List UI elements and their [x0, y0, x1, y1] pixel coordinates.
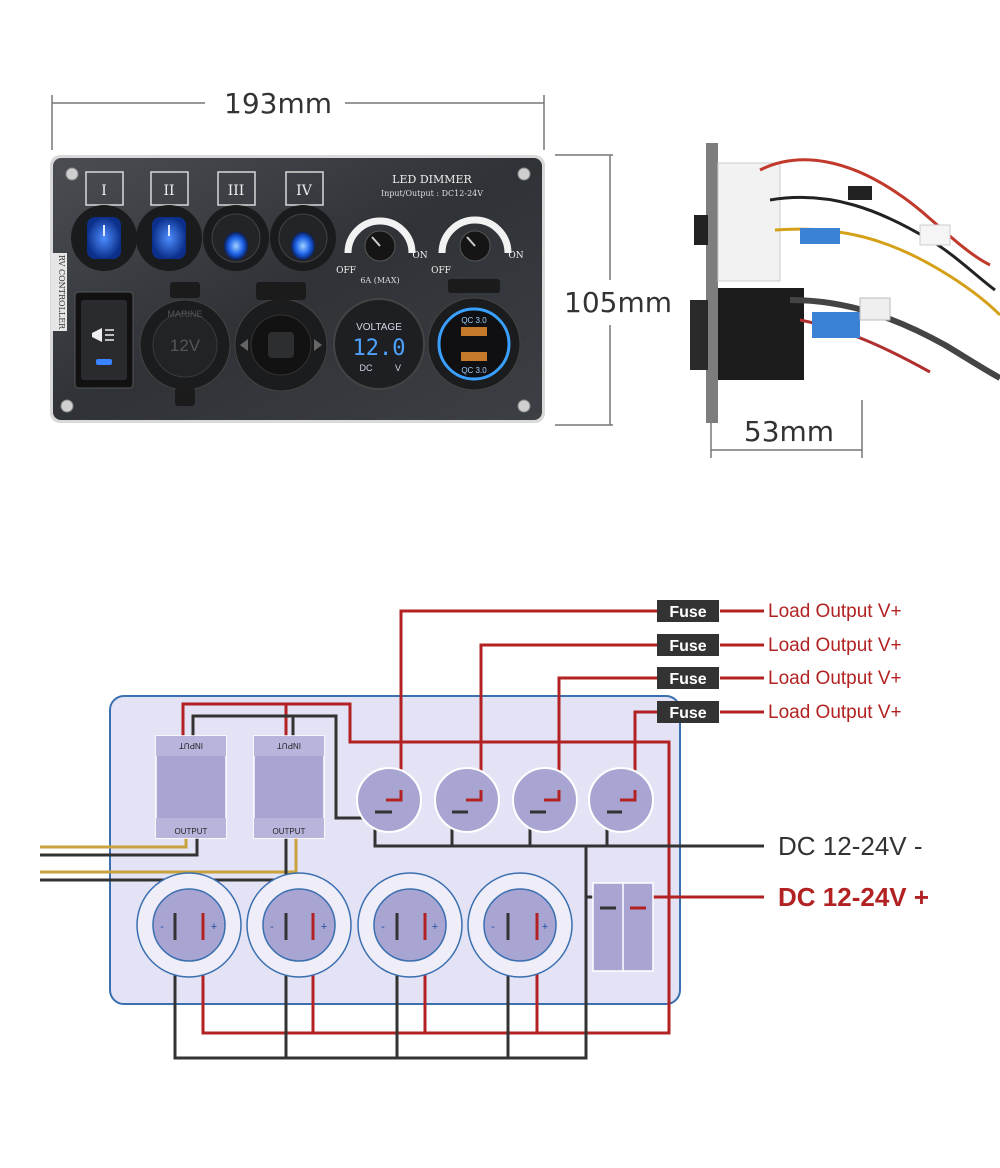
load-output-label-1: Load Output V+ [768, 601, 902, 622]
rocker-switch-3[interactable] [203, 205, 269, 271]
switch-panel-side-view [690, 143, 1000, 423]
minus-label: - [381, 921, 385, 933]
voltmeter-unit: V [395, 363, 401, 373]
rocker-switch-2[interactable] [136, 205, 202, 271]
screw-icon [65, 167, 79, 181]
switch-label-boxes: I II III IV [85, 171, 324, 206]
headlight-icon [92, 328, 102, 342]
minus-label: - [491, 921, 495, 933]
height-dimension: 105mm [555, 154, 672, 426]
switch-label-2: II [163, 183, 174, 199]
switch-panel-front: I II III IV RV CONTROLLER [50, 155, 545, 423]
socket-brand: MARINE [167, 309, 202, 319]
usb-bottom-label: QC 3.0 [461, 366, 487, 375]
width-dimension: 193mm [51, 87, 545, 150]
screw-icon [517, 167, 531, 181]
dimmer-input-label-2: INPUT [277, 741, 301, 750]
usb-charger[interactable]: QC 3.0 QC 3.0 [427, 279, 521, 391]
accessory-connector-3: - + [357, 872, 463, 978]
fuse-2: Fuse [657, 634, 719, 656]
depth-label: 53mm [744, 415, 834, 448]
load-output-label-3: Load Output V+ [768, 668, 902, 689]
load-output-label-2: Load Output V+ [768, 635, 902, 656]
socket-voltage: 12V [170, 336, 201, 355]
fuse-label-2: Fuse [669, 638, 706, 655]
switch-label-1: I [101, 183, 107, 199]
dimmer-knob-2[interactable]: OFF ON [431, 216, 524, 276]
yellow-wires [40, 838, 298, 874]
voltmeter-dc: DC [360, 363, 373, 373]
dimmer-output-label-2: OUTPUT [273, 827, 306, 836]
height-label: 105mm [564, 286, 672, 319]
side-label: RV CONTROLLER [57, 255, 66, 330]
voltmeter-value: 12.0 [353, 336, 406, 361]
usb-port-icon [461, 352, 487, 361]
accessory-connector-4: - + [467, 872, 573, 978]
cigarette-socket-12v[interactable]: MARINE 12V [139, 282, 231, 406]
plus-label: + [211, 921, 217, 933]
depth-dimension: 53mm [710, 400, 863, 458]
minus-label: - [160, 921, 164, 933]
fuse-1: Fuse [657, 600, 719, 622]
usb-voltmeter-block [592, 882, 654, 972]
dimmer-off-label-2: OFF [431, 266, 451, 276]
load-output-label-4: Load Output V+ [768, 702, 902, 723]
dimmer-spec: Input/Output : DC12-24V [381, 189, 483, 198]
fuse-4: Fuse [657, 701, 719, 723]
fuse-label-4: Fuse [669, 705, 706, 722]
dimmer-output-label: OUTPUT [175, 827, 208, 836]
dimmer-on-label: ON [412, 251, 427, 261]
rocker-switch-1[interactable] [71, 205, 137, 271]
dimmer-knob-1[interactable]: OFF ON 6A (MAX) [336, 217, 428, 285]
dimmer-on-label-2: ON [508, 251, 523, 261]
usb-port-icon [461, 327, 487, 336]
plus-label: + [432, 921, 438, 933]
dc-positive-label: DC 12-24V + [778, 882, 929, 912]
dimmer-off-label: OFF [336, 266, 356, 276]
power-socket-open[interactable] [234, 282, 328, 392]
accessory-connector-2: - + [246, 872, 352, 978]
plus-label: + [542, 921, 548, 933]
dimmer-title: LED DIMMER [392, 173, 472, 186]
light-toggle-switch[interactable] [74, 291, 134, 389]
switch-label-4: IV [296, 183, 313, 199]
accessory-connector-1: - + [136, 872, 242, 978]
dc-negative-label: DC 12-24V - [778, 831, 923, 861]
screw-icon [60, 399, 74, 413]
width-label: 193mm [224, 87, 332, 120]
fuse-label-3: Fuse [669, 671, 706, 688]
fuse-3: Fuse [657, 667, 719, 689]
usb-top-label: QC 3.0 [461, 316, 487, 325]
voltmeter-title: VOLTAGE [356, 322, 402, 333]
dimmer-input-label: INPUT [179, 741, 203, 750]
minus-label: - [270, 921, 274, 933]
screw-icon [517, 399, 531, 413]
dimmer-module-1: INPUT OUTPUT [155, 735, 227, 839]
wiring-diagram: INPUT OUTPUT INPUT OUTPUT [40, 600, 929, 1060]
fuse-label-1: Fuse [669, 604, 706, 621]
voltmeter: VOLTAGE 12.0 DC V [333, 298, 425, 390]
plus-label: + [321, 921, 327, 933]
dimmer-module-2: INPUT OUTPUT [253, 735, 325, 839]
rocker-switch-4[interactable] [270, 205, 336, 271]
dimmer-rating: 6A (MAX) [360, 276, 399, 285]
switch-label-3: III [228, 183, 245, 199]
